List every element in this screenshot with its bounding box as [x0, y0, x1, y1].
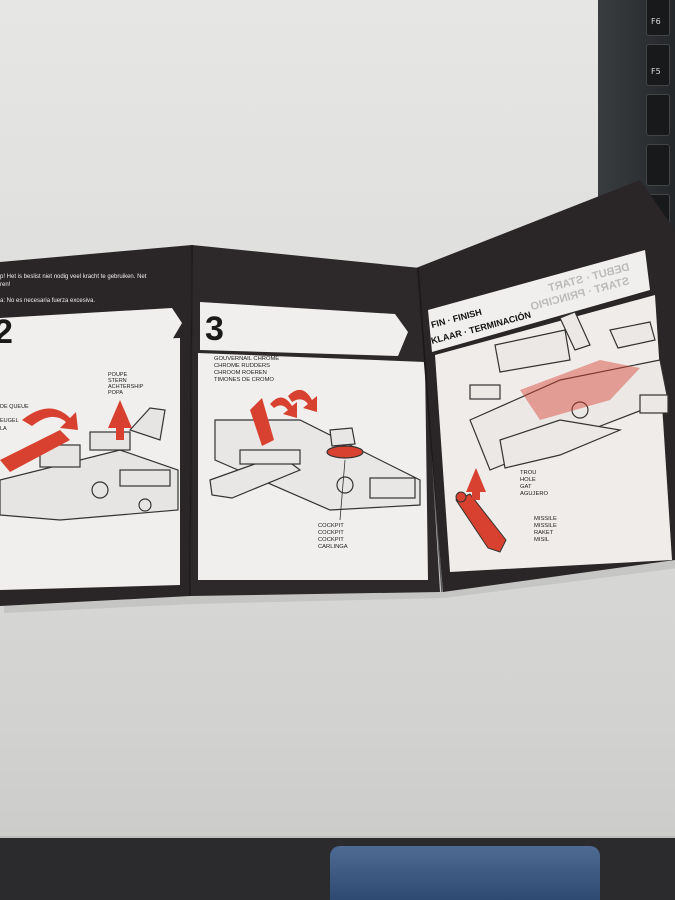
svg-text:CARLINGA: CARLINGA — [318, 544, 348, 550]
keyboard-key — [646, 144, 670, 186]
svg-text:EUGEL: EUGEL — [0, 418, 19, 424]
red-fuselage — [520, 360, 640, 420]
middle-ship-drawing — [209, 419, 421, 511]
step-number-2: 2 — [0, 313, 13, 351]
labels-missile: MISSILE MISSILE RAKET MISIL — [534, 516, 557, 543]
svg-text:ACHTERSHIP: ACHTERSHIP — [108, 384, 144, 390]
svg-text:HOLE: HOLE — [520, 477, 536, 483]
keyboard-key — [646, 94, 670, 136]
labels-rudders: GOUVERNAIL CHROME CHROME RUDDERS CHROOM … — [214, 356, 279, 383]
labels-tail: DE QUEUE EUGEL LA — [0, 404, 29, 432]
red-arrow-right — [466, 468, 486, 500]
labels-stern: POUPE STERN ACHTERSHIP POPA — [108, 372, 144, 396]
svg-text:DE QUEUE: DE QUEUE — [0, 404, 29, 410]
red-arrow-left — [0, 400, 132, 472]
warning-text-nl: p! Het is beslist niet nodig veel kracht… — [0, 274, 147, 280]
keyboard-key: F6 — [646, 0, 670, 36]
svg-text:COCKPIT: COCKPIT — [318, 523, 344, 529]
warning-text-es: a: No es necesaria fuerza excesiva. — [0, 298, 95, 304]
red-arrows-middle — [250, 389, 317, 446]
svg-text:AGUJERO: AGUJERO — [520, 491, 549, 497]
svg-text:CHROME RUDDERS: CHROME RUDDERS — [214, 363, 270, 369]
svg-text:MISSILE: MISSILE — [534, 523, 557, 529]
svg-text:TIMONES DE CROMO: TIMONES DE CROMO — [214, 377, 274, 383]
svg-text:COCKPIT: COCKPIT — [318, 530, 344, 536]
key-label: F5 — [651, 67, 661, 76]
key-label: F6 — [651, 17, 661, 26]
jeans-fabric — [330, 846, 600, 900]
labels-hole: TROU HOLE GAT AGUJERO — [520, 470, 549, 497]
svg-text:GOUVERNAIL CHROME: GOUVERNAIL CHROME — [214, 356, 279, 362]
missile-drawing — [455, 491, 507, 553]
svg-text:GAT: GAT — [520, 484, 532, 490]
warning-text-nl-2: ren! — [0, 282, 11, 288]
svg-text:CHROOM ROEREN: CHROOM ROEREN — [214, 370, 267, 376]
svg-text:STERN: STERN — [108, 378, 127, 384]
svg-text:COCKPIT: COCKPIT — [318, 537, 344, 543]
left-ship-drawing — [0, 407, 179, 521]
svg-text:POPA: POPA — [108, 390, 123, 396]
right-ship-drawing — [469, 311, 669, 471]
keyboard-key: F5 — [646, 44, 670, 86]
svg-text:MISSILE: MISSILE — [534, 516, 557, 522]
svg-text:MISIL: MISIL — [534, 537, 550, 543]
svg-text:POUPE: POUPE — [108, 372, 128, 378]
svg-text:TROU: TROU — [520, 470, 536, 476]
step-number-3: 3 — [205, 310, 224, 348]
svg-text:LA: LA — [0, 426, 7, 432]
labels-cockpit: COCKPIT COCKPIT COCKPIT CARLINGA — [318, 523, 348, 550]
svg-text:RAKET: RAKET — [534, 530, 554, 536]
